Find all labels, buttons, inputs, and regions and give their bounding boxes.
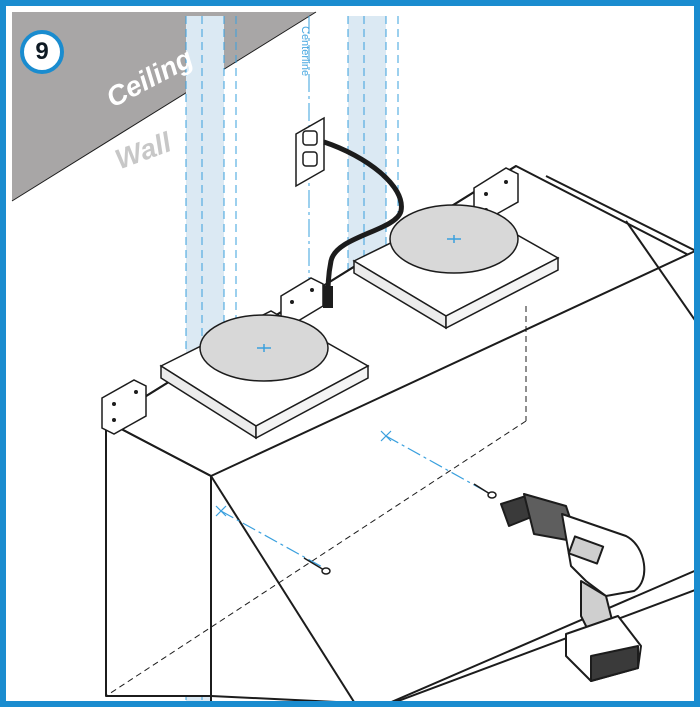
step-number: 9 (35, 38, 49, 65)
installation-diagram (11, 11, 694, 701)
power-outlet-icon (295, 116, 325, 188)
step-number-badge: 9 (20, 30, 64, 74)
power-cord-icon (323, 139, 404, 302)
cordless-drill-icon (500, 493, 646, 682)
centerline-label: Centerline (299, 26, 311, 77)
screw-icon (473, 483, 497, 499)
screw-icon (303, 557, 331, 575)
